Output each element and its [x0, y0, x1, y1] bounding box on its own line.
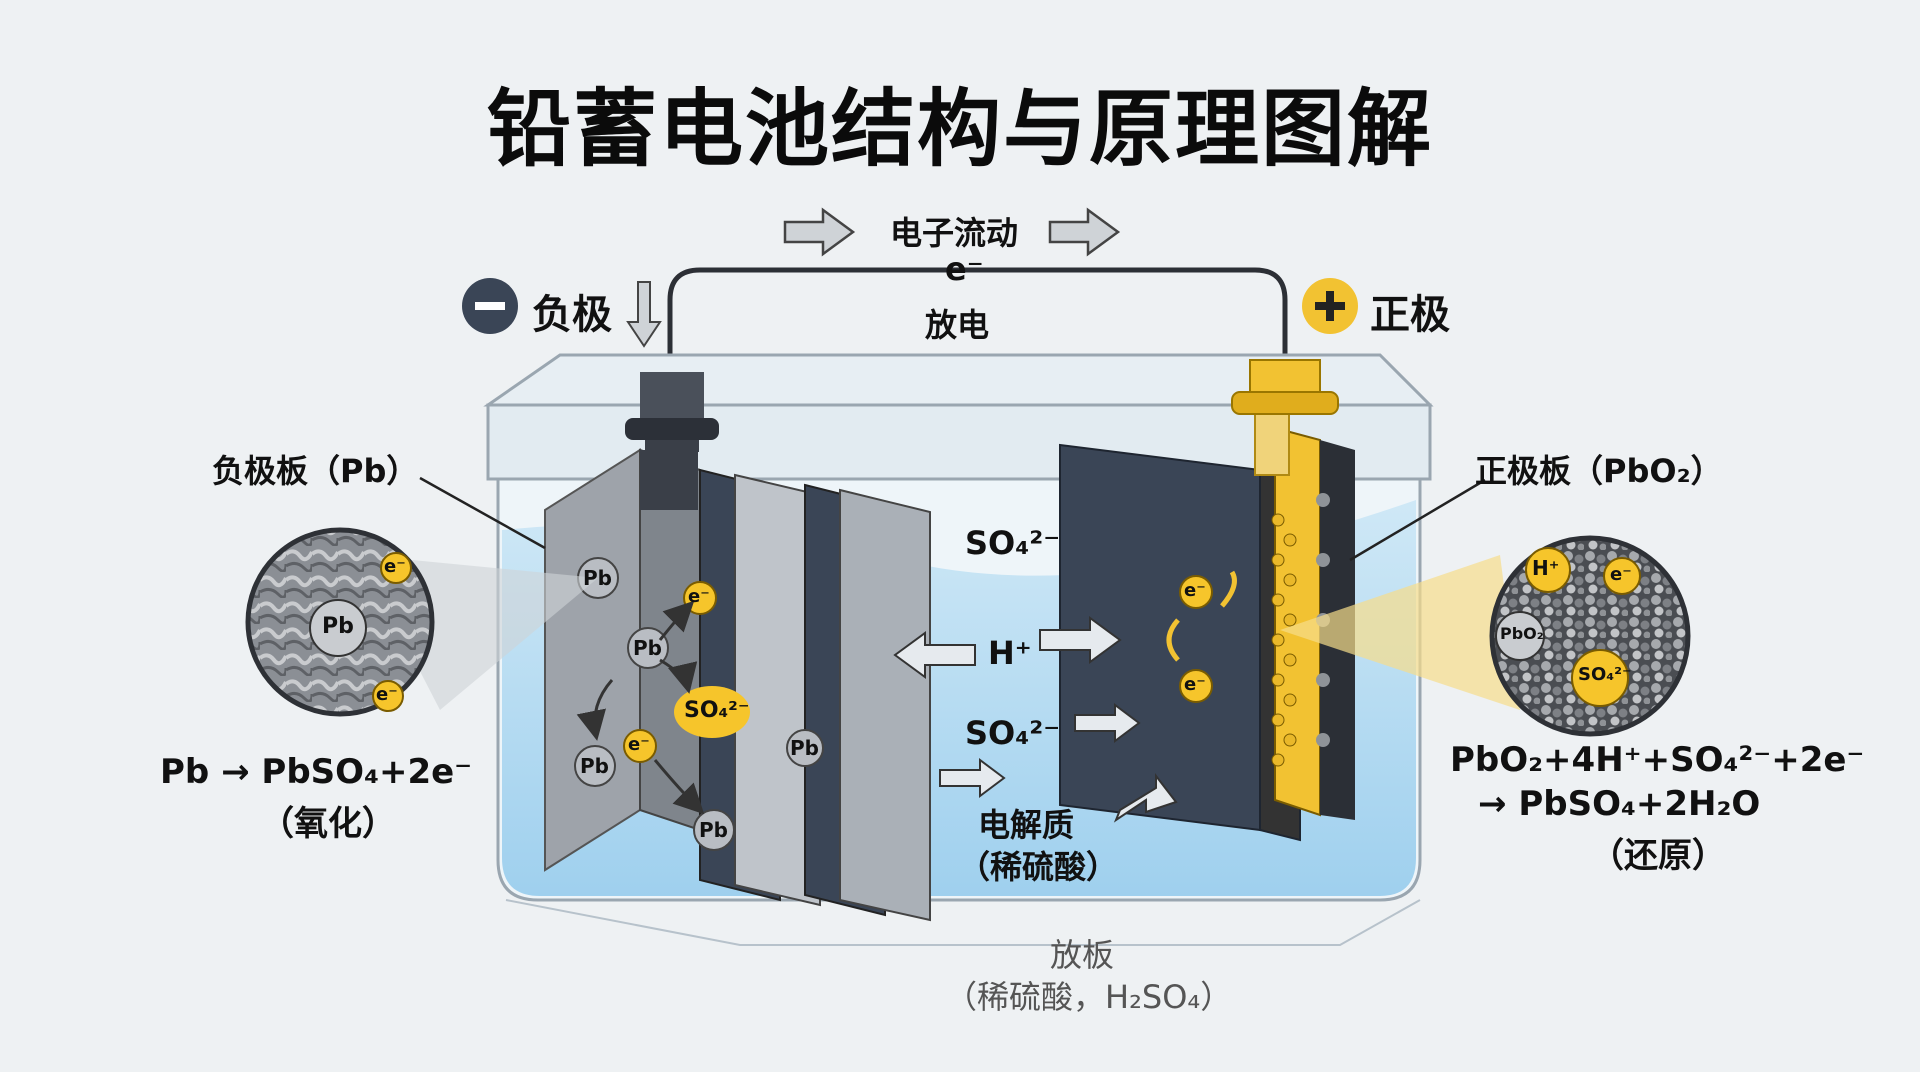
zoom-pb-label: Pb — [322, 614, 354, 639]
electron-particle-label: e⁻ — [688, 586, 710, 607]
bottom-plate-sub-label: （稀硫酸，H₂SO₄） — [945, 978, 1233, 1016]
electrolyte-sub-label: （稀硫酸） — [958, 848, 1119, 886]
pb-particle-label: Pb — [699, 818, 728, 842]
electron-particle — [1179, 669, 1213, 703]
pb-particle — [786, 729, 824, 767]
zoom-electron-label: e⁻ — [1610, 564, 1632, 585]
positive-zoom-lens — [1280, 535, 1691, 737]
discharge-label: 放电 — [925, 306, 990, 344]
sulfate-particle — [674, 686, 750, 738]
electron-label: e⁻ — [945, 250, 984, 288]
sulfate-particle-label: SO₄²⁻ — [684, 698, 750, 723]
bottom-plate-label: 放板 — [1050, 936, 1115, 974]
zoom-so4-label: SO₄²⁻ — [1578, 664, 1632, 685]
positive-terminal-post — [1231, 359, 1339, 476]
electron-particle-label: e⁻ — [1184, 674, 1206, 695]
positive-terminal-icon — [1302, 278, 1358, 334]
positive-equation-line-2: → PbSO₄+2H₂O — [1478, 784, 1761, 824]
electron-flow-label: 电子流动 — [890, 214, 1019, 252]
page-title: 铅蓄电池结构与原理图解 — [486, 80, 1433, 178]
positive-plate-stack — [1059, 426, 1355, 842]
electron-flow-arrow-right — [1048, 207, 1121, 257]
negative-terminal-post — [625, 372, 719, 452]
zoom-electron-label-2: e⁻ — [376, 684, 398, 705]
sulfate-ion-top: SO₄²⁻ — [965, 524, 1061, 562]
pb-particle-label: Pb — [583, 566, 612, 590]
positive-reaction-type: （还原） — [1590, 836, 1726, 876]
pb-particle — [693, 809, 735, 851]
electron-flow-arrow-left — [783, 207, 856, 257]
pb-particle-label: Pb — [580, 754, 609, 778]
pb-particle-label: Pb — [633, 636, 662, 660]
zoom-electron-label-1: e⁻ — [384, 556, 406, 577]
sulfate-ion-mid: SO₄²⁻ — [965, 714, 1061, 752]
electron-particle — [623, 729, 657, 763]
positive-plate-label: 正极板（PbO₂） — [1475, 452, 1723, 490]
negative-plate-stack — [544, 448, 931, 922]
electron-particle-label: e⁻ — [628, 734, 650, 755]
negative-terminal-icon — [462, 278, 518, 334]
positive-terminal-label: 正极 — [1370, 292, 1450, 338]
electron-particle — [1179, 575, 1213, 609]
electrolyte-label: 电解质 — [978, 806, 1075, 844]
zoom-h-label: H⁺ — [1532, 556, 1560, 580]
positive-electrons — [1166, 570, 1237, 703]
pb-particle-label: Pb — [790, 736, 819, 760]
negative-terminal-label: 负极 — [532, 292, 612, 338]
negative-particles — [574, 557, 824, 851]
positive-equation-line-1: PbO₂+4H⁺+SO₄²⁻+2e⁻ — [1450, 740, 1865, 780]
ion-arrows — [893, 616, 1178, 823]
negative-equation: Pb → PbSO₄+2e⁻ — [160, 752, 473, 792]
leader-lines — [419, 476, 1486, 562]
electron-particle-label: e⁻ — [1184, 580, 1206, 601]
negative-zoom-lens — [245, 527, 598, 717]
pb-particle — [574, 745, 616, 787]
negative-plate-label: 负极板（Pb） — [212, 452, 419, 490]
negative-reaction-type: （氧化） — [260, 804, 396, 844]
zoom-pbo2-label: PbO₂ — [1500, 624, 1544, 643]
down-arrow-icon — [626, 281, 662, 348]
pb-particle — [627, 627, 669, 669]
hydrogen-ion: H⁺ — [988, 634, 1032, 672]
external-circuit-wire — [667, 267, 1288, 372]
